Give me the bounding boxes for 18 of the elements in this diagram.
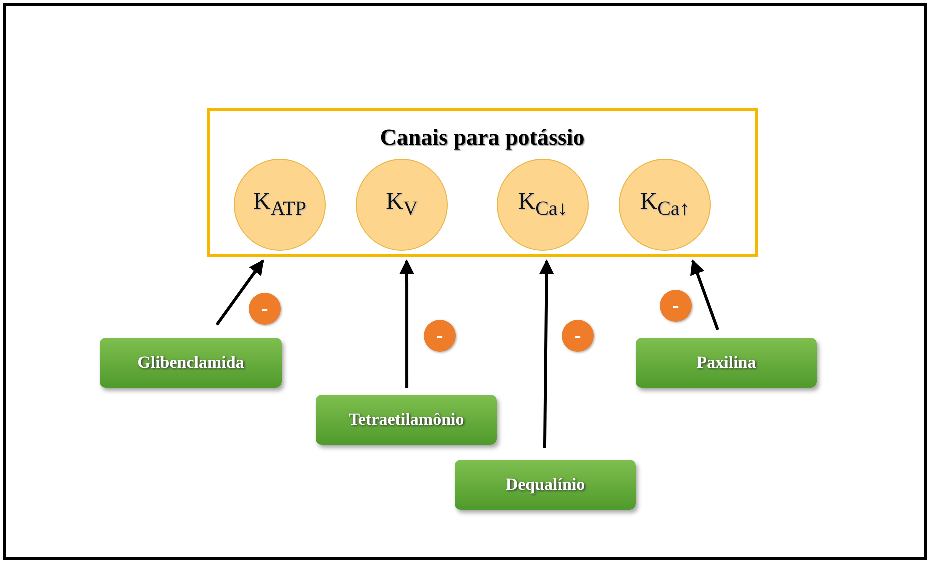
channel-circle: K$_{Ca↑}$ [619,159,711,251]
channel-group-box [207,108,758,257]
inhibition-badge: - [424,320,456,352]
drug-box: Glibenclamida [100,338,282,388]
drug-box: Dequalínio [455,460,636,510]
drug-box: Tetraetilamônio [316,395,497,445]
group-title: Canais para potássio [379,125,586,151]
channel-circle: K$_{ATP}$ [234,159,326,251]
arrow [400,260,415,388]
arrow [539,260,554,448]
arrow [690,260,720,331]
inhibition-badge: - [249,293,281,325]
drug-box: Paxilina [636,338,817,388]
channel-circle: K$_{V}$ [356,159,448,251]
inhibition-badge: - [562,320,594,352]
inhibition-badge: - [660,290,692,322]
arrow [216,260,264,326]
channel-circle: K$_{Ca↓}$ [497,159,589,251]
